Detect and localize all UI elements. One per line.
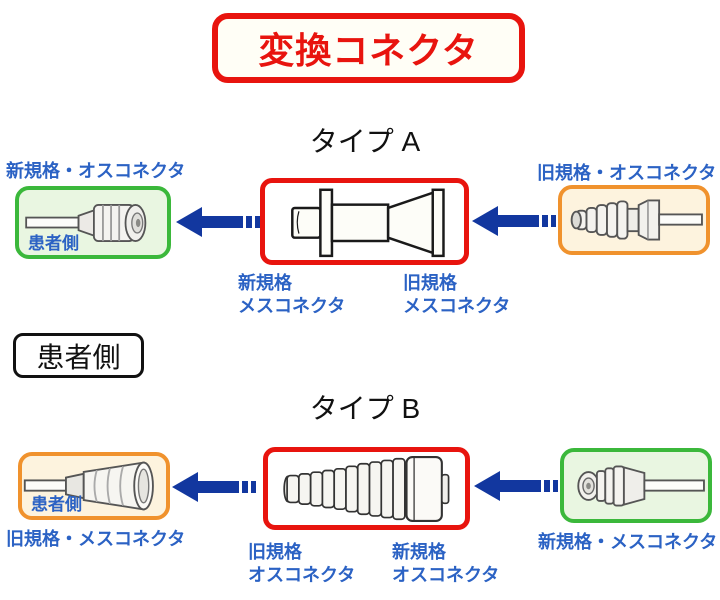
- type-a-new-side-box: 患者側: [15, 186, 171, 259]
- old-male-taper-connector-icon: [570, 199, 703, 241]
- type-a-heading: タイプ A: [309, 126, 421, 157]
- old-female-funnel-connector-icon: [23, 461, 154, 511]
- new-male-luer-connector-icon: [25, 203, 147, 242]
- left-arrow-icon: [472, 206, 556, 236]
- type-b-new-side-box: [560, 448, 712, 523]
- type-b-right-connector-label: 新規格 オスコネクタ: [392, 541, 499, 587]
- patient-side-box: 患者側: [13, 333, 144, 378]
- title-box: 変換コネクタ: [212, 13, 525, 83]
- label-line: オスコネクタ: [248, 565, 356, 585]
- new-female-luer-connector-icon: [577, 465, 705, 506]
- type-a-adapter-connector-icon: [290, 188, 445, 257]
- new-female-connector-label: 新規格・メスコネクタ: [538, 532, 718, 552]
- left-arrow-icon: [474, 471, 558, 501]
- type-a-adapter-box: [260, 178, 469, 265]
- type-b-heading: タイプ B: [309, 393, 421, 424]
- label-line: オスコネクタ: [392, 565, 500, 585]
- type-a-right-connector-label: 旧規格 メスコネクタ: [403, 272, 510, 318]
- patient-side-inner-label: 患者側: [31, 495, 82, 514]
- type-b-adapter-connector-icon: [282, 455, 449, 522]
- label-line: メスコネクタ: [238, 296, 346, 316]
- left-arrow-icon: [172, 472, 256, 502]
- page-title: 変換コネクタ: [258, 30, 479, 71]
- patient-side-inner-label: 患者側: [28, 234, 79, 253]
- new-male-connector-label: 新規格・オスコネクタ: [6, 161, 186, 181]
- left-arrow-icon: [176, 207, 260, 237]
- label-line: メスコネクタ: [403, 296, 511, 316]
- type-b-left-connector-label: 旧規格 オスコネクタ: [248, 541, 355, 587]
- type-b-old-side-box: 患者側: [18, 452, 170, 520]
- old-male-connector-label: 旧規格・オスコネクタ: [537, 163, 717, 183]
- label-line: 新規格: [392, 542, 446, 562]
- patient-side-label: 患者側: [36, 341, 121, 373]
- type-b-adapter-box: [263, 447, 470, 530]
- label-line: 旧規格: [248, 542, 302, 562]
- type-a-left-connector-label: 新規格 メスコネクタ: [238, 272, 345, 318]
- type-a-old-side-box: [558, 185, 710, 255]
- old-female-connector-label: 旧規格・メスコネクタ: [6, 529, 186, 549]
- label-line: 旧規格: [403, 273, 457, 293]
- label-line: 新規格: [238, 273, 292, 293]
